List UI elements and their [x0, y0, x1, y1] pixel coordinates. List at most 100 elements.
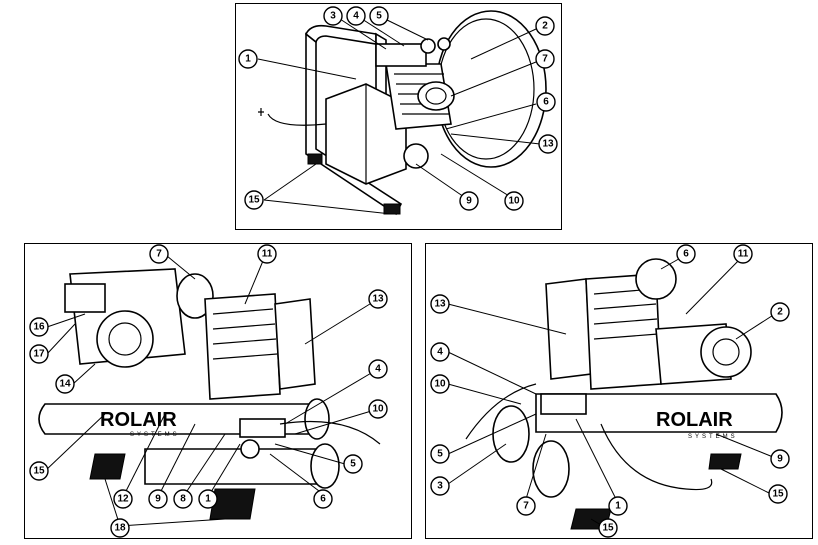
svg-text:1: 1	[615, 501, 621, 512]
svg-text:13: 13	[542, 139, 554, 150]
callout-4: 4	[430, 342, 450, 362]
svg-text:2: 2	[542, 21, 548, 32]
callout-2: 2	[535, 16, 555, 36]
power-cord	[600, 423, 713, 491]
air-filter	[417, 81, 455, 111]
diagram-panel-right: ROLAIR SYSTEMS	[425, 243, 813, 539]
brand-logo: ROLAIR	[100, 409, 177, 431]
svg-text:5: 5	[376, 11, 382, 22]
manifold	[239, 418, 286, 438]
svg-text:7: 7	[156, 249, 162, 260]
callout-9: 9	[459, 191, 479, 211]
callout-16: 15	[29, 461, 49, 481]
svg-text:7: 7	[542, 54, 548, 65]
callout-1: 1	[238, 49, 258, 69]
svg-text:12: 12	[117, 494, 129, 505]
svg-text:10: 10	[372, 404, 384, 415]
svg-text:13: 13	[434, 299, 446, 310]
brand-logo: ROLAIR	[656, 409, 733, 431]
callout-12: 12	[113, 489, 133, 509]
callout-9: 9	[148, 489, 168, 509]
callout-5: 5	[430, 444, 450, 464]
drain-valve	[403, 143, 429, 169]
callout-7: 7	[535, 49, 555, 69]
svg-text:15: 15	[772, 489, 784, 500]
svg-text:6: 6	[543, 97, 549, 108]
svg-text:16: 16	[33, 322, 45, 333]
svg-text:5: 5	[350, 459, 356, 470]
callout-15: 15	[768, 484, 788, 504]
callout-13: 13	[538, 134, 558, 154]
svg-text:1: 1	[245, 54, 251, 65]
compressor-electric-illustration: ROLAIR SYSTEMS	[430, 244, 790, 538]
brand-subtitle: SYSTEMS	[130, 432, 180, 438]
gauge	[420, 38, 436, 54]
callout-6: 7	[516, 496, 536, 516]
svg-text:13: 13	[372, 294, 384, 305]
svg-text:11: 11	[262, 249, 273, 260]
brand-subtitle: SYSTEMS	[688, 434, 738, 440]
callout-6: 6	[313, 489, 333, 509]
manifold	[540, 393, 587, 415]
svg-text:9: 9	[466, 196, 472, 207]
callout-4: 4	[346, 6, 366, 26]
callout-5: 5	[343, 454, 363, 474]
svg-text:6: 6	[683, 249, 689, 260]
callout-15b: 15	[598, 518, 618, 538]
callout-15: 18	[110, 518, 130, 538]
svg-text:9: 9	[155, 494, 161, 505]
tank-end-rear	[532, 440, 570, 498]
callout-10: 10	[430, 374, 450, 394]
callout-5: 5	[369, 6, 389, 26]
tank-end-front	[492, 405, 530, 463]
diagram-panel-top: 1 2 3 4 5 6 7 9 10 13 15	[235, 3, 562, 230]
hose-left	[465, 383, 537, 440]
svg-text:15: 15	[602, 523, 614, 534]
callout-4: 4	[368, 359, 388, 379]
callout-18: 17	[29, 344, 49, 364]
callout-8: 8	[173, 489, 193, 509]
callout-1: 1	[198, 489, 218, 509]
svg-text:4: 4	[375, 364, 381, 375]
callout-13: 13	[430, 294, 450, 314]
svg-text:2: 2	[777, 307, 783, 318]
air-filter	[635, 258, 677, 300]
fuel-tank	[64, 283, 106, 313]
callout-10: 10	[368, 399, 388, 419]
callout-10: 10	[504, 191, 524, 211]
svg-text:1: 1	[205, 494, 211, 505]
svg-text:15: 15	[33, 466, 45, 477]
callout-15: 15	[244, 190, 264, 210]
callout-3: 3	[430, 476, 450, 496]
svg-text:10: 10	[434, 379, 446, 390]
diagram-panel-left: ROLAIR SYSTEMS	[24, 243, 412, 539]
motor-end	[700, 326, 752, 378]
air-filter	[176, 273, 214, 319]
callout-2: 2	[770, 302, 790, 322]
svg-text:9: 9	[777, 454, 783, 465]
callout-11: 11	[257, 244, 277, 264]
svg-text:11: 11	[738, 249, 749, 260]
svg-text:18: 18	[114, 523, 126, 534]
svg-text:5: 5	[437, 449, 443, 460]
power-cord	[267, 113, 327, 126]
pump	[204, 293, 281, 400]
tank-front	[535, 393, 783, 433]
callout-3: 3	[323, 6, 343, 26]
callout-14: 14	[55, 374, 75, 394]
callout-1: 1	[608, 496, 628, 516]
callout-7: 7	[149, 244, 169, 264]
callout-11: 11	[733, 244, 753, 264]
hose	[279, 420, 381, 445]
callout-13: 13	[368, 289, 388, 309]
gauge	[240, 439, 260, 459]
belt-guard	[545, 278, 592, 380]
svg-text:4: 4	[437, 347, 443, 358]
svg-text:7: 7	[523, 501, 529, 512]
svg-text:6: 6	[320, 494, 326, 505]
compressor-gas-illustration: ROLAIR SYSTEMS	[29, 244, 388, 538]
svg-text:4: 4	[353, 11, 359, 22]
svg-text:17: 17	[33, 349, 45, 360]
svg-text:10: 10	[508, 196, 520, 207]
svg-text:15: 15	[248, 195, 260, 206]
